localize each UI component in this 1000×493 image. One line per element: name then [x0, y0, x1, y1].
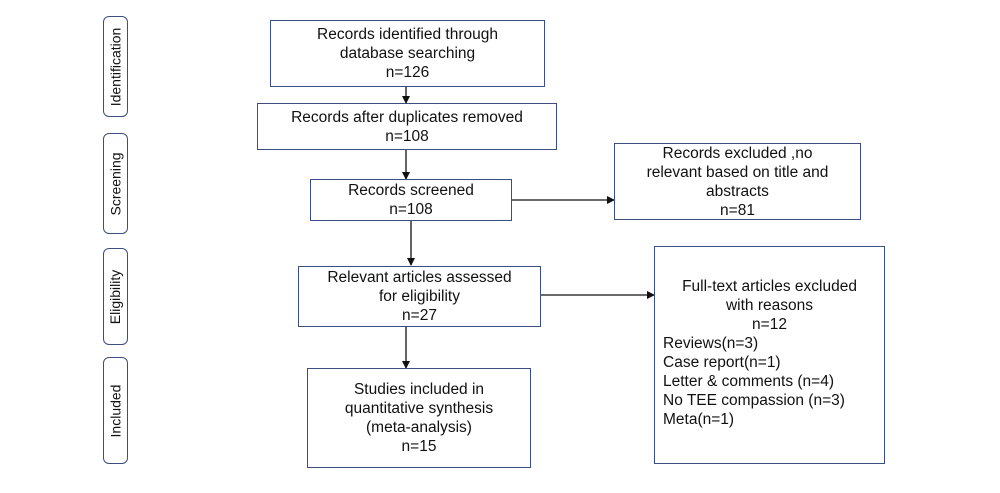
box-records-excluded-line2: relevant based on title and [646, 163, 829, 181]
box-studies-included: Studies included in quantitative synthes… [307, 368, 531, 468]
box-records-excluded-line3: abstracts [706, 182, 769, 200]
box-records-excluded-count: n=81 [720, 201, 755, 219]
box-fulltext-excluded-line1: Full-text articles excluded [682, 278, 857, 295]
phase-eligibility: Eligibility [103, 248, 128, 345]
box-eligibility-assessed: Relevant articles assessed for eligibili… [298, 266, 541, 327]
box-studies-included-line1: Studies included in [353, 381, 485, 398]
box-records-identified-line1: Records identified through [317, 26, 498, 43]
exclusion-reason: Meta(n=1) [663, 411, 735, 428]
box-records-identified-count: n=126 [385, 64, 430, 81]
box-records-screened-count: n=108 [389, 201, 433, 218]
box-records-excluded: Records excluded ,no relevant based on t… [614, 143, 861, 220]
box-eligibility-assessed-line1: Relevant articles assessed [327, 269, 512, 286]
box-records-screened: Records screened n=108 [310, 179, 512, 221]
exclusion-reason: Letter & comments (n=4) [663, 373, 834, 390]
box-duplicates-removed: Records after duplicates removed n=108 [257, 103, 557, 150]
box-records-identified: Records identified through database sear… [270, 20, 545, 87]
box-fulltext-excluded-count: n=12 [752, 316, 787, 333]
box-studies-included-count: n=15 [401, 438, 437, 455]
box-duplicates-removed-line1: Records after duplicates removed [291, 108, 523, 126]
exclusion-reason: No TEE compassion (n=3) [663, 392, 845, 409]
box-duplicates-removed-count: n=108 [385, 127, 429, 145]
box-eligibility-assessed-line2: for eligibility [379, 288, 460, 305]
box-records-identified-line2: database searching [339, 45, 476, 62]
box-records-excluded-line1: Records excluded ,no [662, 144, 813, 162]
box-fulltext-excluded-line2: with reasons [725, 297, 813, 314]
box-studies-included-line3: (meta-analysis) [366, 419, 472, 436]
box-eligibility-assessed-count: n=27 [402, 307, 437, 324]
box-studies-included-line2: quantitative synthesis [344, 400, 494, 417]
exclusion-reason: Reviews(n=3) [663, 335, 759, 352]
phase-screening: Screening [103, 133, 128, 234]
exclusion-reason: Case report(n=1) [663, 354, 781, 371]
box-fulltext-excluded: Full-text articles excluded with reasons… [654, 246, 885, 464]
phase-included: Included [103, 357, 128, 464]
box-records-screened-line1: Records screened [348, 182, 474, 199]
phase-identification: Identification [103, 16, 128, 117]
